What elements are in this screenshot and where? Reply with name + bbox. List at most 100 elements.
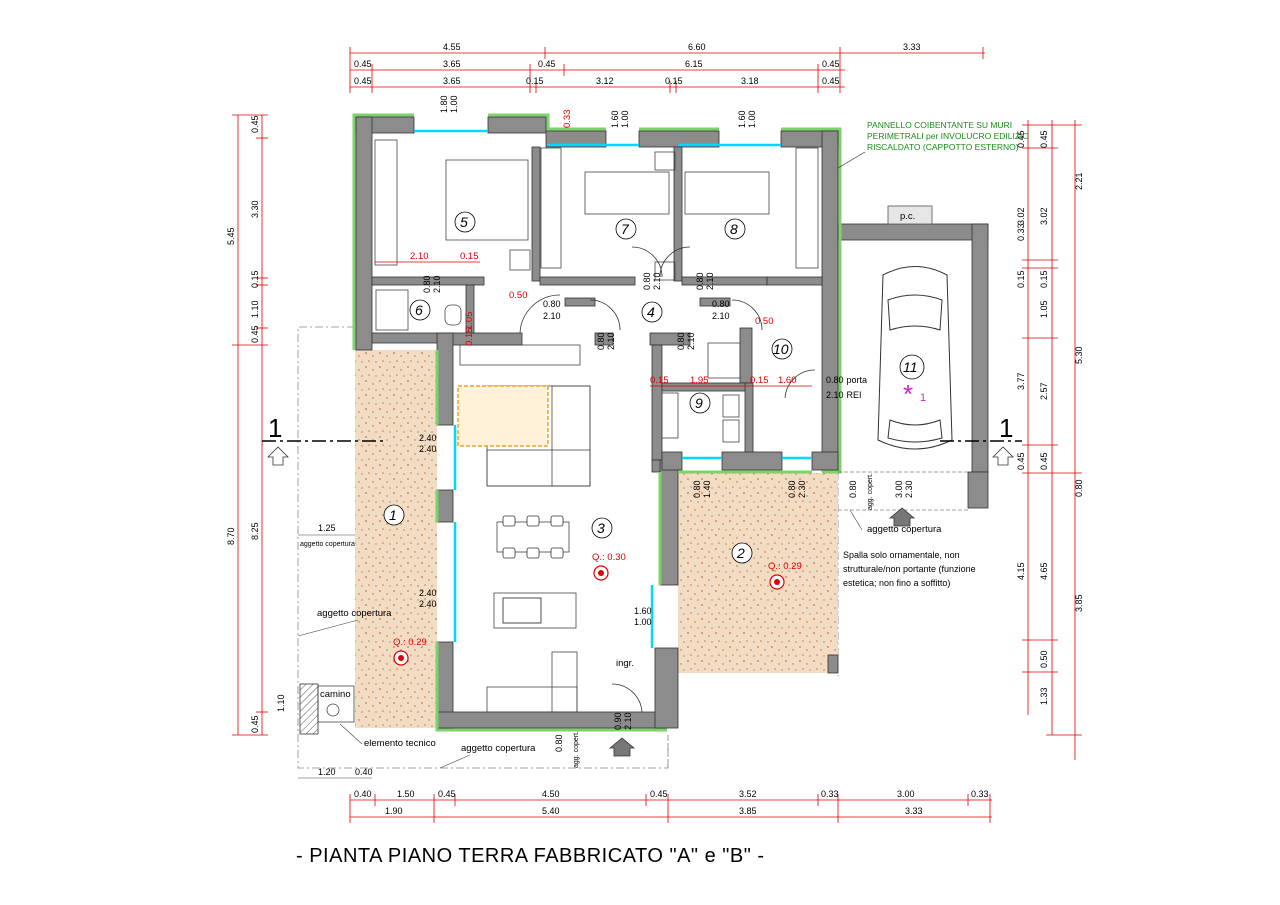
dim-text: 0.80 <box>596 332 606 350</box>
room-number-1: 1 <box>389 507 397 523</box>
dim-text: 0.45 <box>538 59 556 69</box>
dim-text: 0.45 <box>438 789 456 799</box>
dim-text: 1.90 <box>385 806 403 816</box>
dim-text: 3.18 <box>741 76 759 86</box>
tv-unit <box>459 344 581 366</box>
terraces <box>355 350 838 728</box>
section-label-right: 1 <box>999 413 1013 443</box>
dim-text: 0.45 <box>250 325 260 343</box>
dim-text: 1.60 <box>778 375 797 386</box>
dim-text: 0.40 <box>355 767 373 777</box>
dim-text: 2.10 <box>652 272 662 290</box>
dim-text: 0.80 <box>695 272 705 290</box>
dim-text: 0.80 <box>554 734 564 752</box>
pillar-note-line: Spalla solo ornamentale, non <box>843 550 960 560</box>
level-markers: Q.: 0.30 Q.: 0.29 Q.: 0.29 <box>393 552 802 666</box>
walls <box>355 116 989 729</box>
door-dims: 0.80 2.10 0.80 2.10 0.80 2.10 0.80 2.10 … <box>422 272 807 730</box>
dim-text: agg. copert. <box>867 473 874 510</box>
dim-text: 0.15 <box>1039 270 1049 288</box>
room-number-7: 7 <box>621 221 630 237</box>
dim-text: 2.57 <box>1039 382 1049 400</box>
dim-text: 0.50 <box>509 290 528 301</box>
dim-text: 3.30 <box>250 200 260 218</box>
dim-text: 1.20 <box>318 767 336 777</box>
dim-text: 0.33 <box>821 789 839 799</box>
aggetto-copertura-label: aggetto copertura <box>461 743 536 754</box>
right-dims-col1: 0.45 3.02 0.15 1.05 2.57 0.45 4.65 0.50 … <box>1039 130 1049 705</box>
dim-text: 0.45 <box>250 115 260 133</box>
dim-text: 2.30 <box>797 480 807 498</box>
dim-text: 3.85 <box>739 806 757 816</box>
windows <box>414 129 812 648</box>
dim-text: 6.60 <box>688 42 706 52</box>
dim-text: 0.33 <box>1016 223 1026 241</box>
dim-text: 4.15 <box>1016 562 1026 580</box>
dim-text: 6.15 <box>685 59 703 69</box>
pillar-note-line: strutturale/non portante (funzione <box>843 564 976 574</box>
dim-text: 0.80 <box>642 272 652 290</box>
dim-text: 1.33 <box>1039 687 1049 705</box>
dim-text: 0.40 <box>354 789 372 799</box>
level-label: Q.: 0.29 <box>768 561 802 572</box>
asterisk-icon: * <box>903 379 913 409</box>
dim-text: 1.25 <box>318 523 336 533</box>
dim-text: 0.15 <box>750 375 769 386</box>
room-number-2: 2 <box>736 545 745 561</box>
dim-text: 2.10 <box>712 311 730 321</box>
terrace-1-area <box>355 350 437 728</box>
top-dimension-lines <box>349 47 985 93</box>
red-internal-dims: 2.10 0.15 0.50 1.05 0.15 0.50 0.15 1.95 … <box>375 251 812 387</box>
level-label: Q.: 0.30 <box>592 552 626 563</box>
dim-text: 2.10 <box>705 272 715 290</box>
dim-text: 3.65 <box>443 59 461 69</box>
dim-text: 0.15 <box>464 328 475 347</box>
dim-text: 0.80 <box>692 480 702 498</box>
dim-text: 1.60 <box>610 110 620 128</box>
dim-text: 1.50 <box>397 789 415 799</box>
dim-text: 0.80 <box>848 480 858 498</box>
stair-panel <box>457 385 549 447</box>
annotations: aggetto copertura aggetto copertura agge… <box>297 120 1029 769</box>
dim-text: 1.00 <box>747 110 757 128</box>
dim-text: 3.77 <box>1016 372 1026 390</box>
dim-text: 0.80 <box>712 299 730 309</box>
ingresso-label: ingr. <box>616 658 634 669</box>
room-markers <box>383 211 925 564</box>
dim-text: 0.90 <box>613 712 623 730</box>
dim-text: 2.10 <box>686 332 696 350</box>
room-number-8: 8 <box>730 221 738 237</box>
aggetto-copertura-label: aggetto copertura <box>317 608 392 619</box>
dim-text: 3.12 <box>596 76 614 86</box>
left-dimension-lines <box>232 114 268 736</box>
left-dims-outer: 5.45 8.70 <box>226 227 236 545</box>
dim-text: 0.45 <box>1016 452 1026 470</box>
room-number-11: 11 <box>903 359 918 375</box>
dim-text: 8.70 <box>226 527 236 545</box>
dim-text: 0.15 <box>665 76 683 86</box>
dining-chairs <box>502 515 564 559</box>
dim-text: 3.52 <box>739 789 757 799</box>
terrace-2-area <box>678 473 838 673</box>
right-dims-col2: 0.45 3.02 0.33 0.15 3.77 0.45 4.15 0.80 … <box>1016 130 1084 612</box>
dim-text: 3.85 <box>1074 594 1084 612</box>
dim-text: 2.10 <box>410 251 429 262</box>
level-marker-icon <box>398 655 404 661</box>
dim-text: 2.10 <box>543 311 561 321</box>
dim-text: 0.45 <box>1039 452 1049 470</box>
dim-text: 2.10 <box>623 712 633 730</box>
bottom-dims-row2: 1.90 5.40 3.85 3.33 <box>385 806 923 816</box>
dim-text: 1.80 <box>439 95 449 113</box>
bottom-dims-row1: 0.40 1.50 0.45 4.50 0.45 3.52 0.33 3.00 … <box>354 789 989 799</box>
dim-text: 2.10 <box>432 275 442 293</box>
room-number-9: 9 <box>695 395 703 411</box>
pc-label: p.c. <box>900 211 915 222</box>
dim-text: 3.33 <box>903 42 921 52</box>
dim-text: 3.02 <box>1016 207 1026 225</box>
dim-text: 0.45 <box>650 789 668 799</box>
dim-text: 3.00 <box>894 480 904 498</box>
dim-text: 3.00 <box>897 789 915 799</box>
dim-text: 1.00 <box>634 617 652 627</box>
dim-text: 0.50 <box>755 316 774 327</box>
